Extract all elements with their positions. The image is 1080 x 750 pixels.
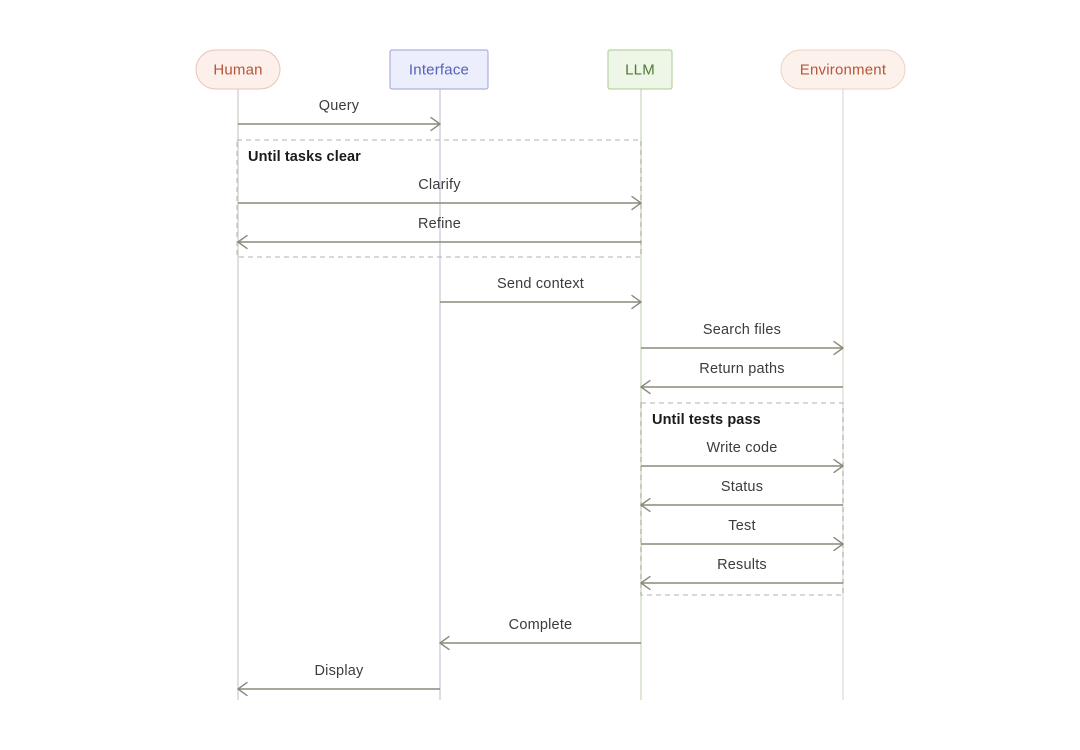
lifelines-group [237,89,844,700]
message-label-m10: Results [717,557,767,573]
message-label-m5: Search files [703,322,781,338]
arrowhead-m11 [439,635,450,651]
message-label-m1: Query [319,98,360,114]
message-m7: Write code [641,440,844,474]
arrowhead-m6 [640,379,651,395]
participant-interface[interactable]: Interface [389,49,489,90]
arrowhead-m3 [237,234,248,250]
participant-label-interface: Interface [409,62,469,79]
message-m3: Refine [237,216,641,250]
message-label-m7: Write code [706,440,777,456]
participant-box-human[interactable] [195,49,281,90]
message-label-m2: Clarify [418,177,461,193]
message-m11: Complete [439,617,641,651]
arrowhead-m1 [430,116,441,132]
message-m4: Send context [440,276,642,310]
arrowhead-m8 [640,497,651,513]
message-label-m3: Refine [418,216,461,232]
participant-box-interface[interactable] [389,49,489,90]
message-label-m11: Complete [509,617,573,633]
loop-label-loop-tests: Until tests pass [652,412,761,428]
arrowhead-m9 [833,536,844,552]
participants-group: Human Interface LLM Environment [195,49,906,90]
participant-label-human: Human [213,62,262,79]
loop-frame-loop-tests [640,402,844,596]
message-m1: Query [238,98,441,132]
arrowhead-m10 [640,575,651,591]
message-label-m4: Send context [497,276,584,292]
arrowhead-m4 [631,294,642,310]
loop-frame-loop-tasks [236,139,642,258]
participant-human[interactable]: Human [195,49,281,90]
message-m12: Display [237,663,440,697]
arrowhead-m7 [833,458,844,474]
participant-llm[interactable]: LLM [607,49,673,90]
loop-label-loop-tasks: Until tasks clear [248,149,361,165]
message-m10: Results [640,557,843,591]
participant-box-llm[interactable] [607,49,673,90]
message-label-m6: Return paths [699,361,784,377]
participant-label-llm: LLM [625,62,655,79]
arrowhead-m12 [237,681,248,697]
participant-label-environment: Environment [800,62,887,79]
participant-environment[interactable]: Environment [780,49,906,90]
message-m9: Test [641,518,844,552]
message-label-m8: Status [721,479,763,495]
message-m8: Status [640,479,843,513]
message-label-m12: Display [315,663,364,679]
arrowhead-m5 [833,340,844,356]
message-label-m9: Test [728,518,755,534]
message-m5: Search files [641,322,844,356]
participant-box-environment[interactable] [780,49,906,90]
message-m6: Return paths [640,361,843,395]
arrowhead-m2 [631,195,642,211]
message-m2: Clarify [238,177,642,211]
